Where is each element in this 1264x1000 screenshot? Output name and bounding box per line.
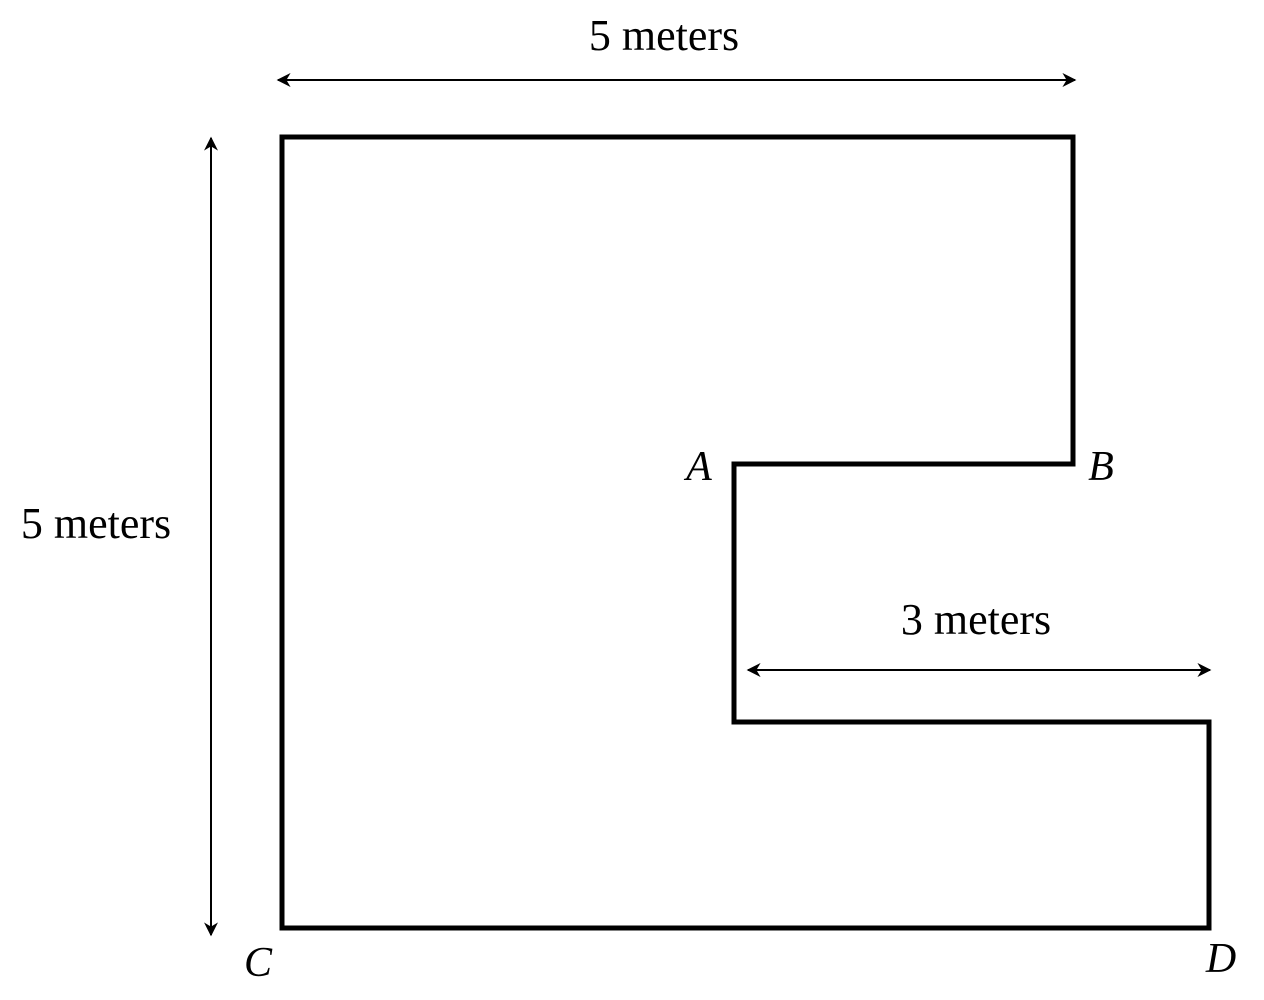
top-dimension-label: 5 meters <box>589 11 739 60</box>
vertex-label-b: B <box>1088 444 1114 490</box>
floor-plan-outline <box>279 134 1212 931</box>
inner-dimension-label: 3 meters <box>901 595 1051 644</box>
vertex-label-d: D <box>1205 936 1236 982</box>
vertex-label-c: C <box>244 940 273 986</box>
vertex-label-a: A <box>683 444 712 490</box>
left-dimension-label: 5 meters <box>21 499 171 548</box>
